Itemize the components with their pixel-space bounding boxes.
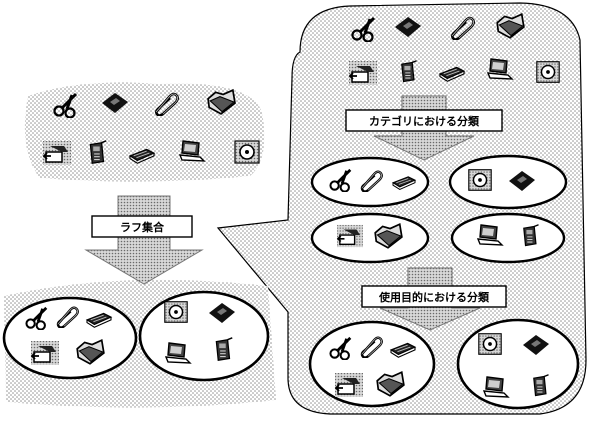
rough-set-label: ラフ集合	[120, 220, 165, 234]
cd-disc-icon	[477, 332, 503, 356]
printer-icon	[30, 340, 60, 366]
cd-disc-icon	[535, 60, 561, 84]
printer-icon	[336, 224, 364, 248]
category-group-media	[448, 154, 568, 210]
rough-set-arrow	[84, 195, 204, 285]
rough-set-label-box: ラフ集合	[91, 215, 193, 238]
category-group-office	[310, 212, 430, 264]
rough-set-group-left	[2, 296, 138, 380]
purpose-label-box: 使用目的における分類	[361, 285, 507, 308]
purpose-group-right	[456, 318, 580, 410]
cd-disc-icon	[234, 140, 260, 164]
purpose-classification-label: 使用目的における分類	[378, 290, 490, 304]
printer-icon	[348, 60, 378, 86]
category-classification-label: カテゴリにおける分類	[369, 114, 480, 128]
purpose-group-left	[308, 320, 436, 408]
category-label-box: カテゴリにおける分類	[345, 109, 503, 132]
classification-callout-bubble	[216, 2, 587, 415]
cd-disc-icon	[467, 168, 493, 192]
item-pool-background	[24, 82, 265, 182]
rough-set-group-right	[138, 290, 270, 382]
category-group-stationery	[310, 156, 430, 208]
printer-icon	[42, 140, 72, 166]
category-group-devices	[450, 212, 566, 264]
printer-icon	[334, 372, 364, 398]
cd-disc-icon	[163, 300, 189, 324]
